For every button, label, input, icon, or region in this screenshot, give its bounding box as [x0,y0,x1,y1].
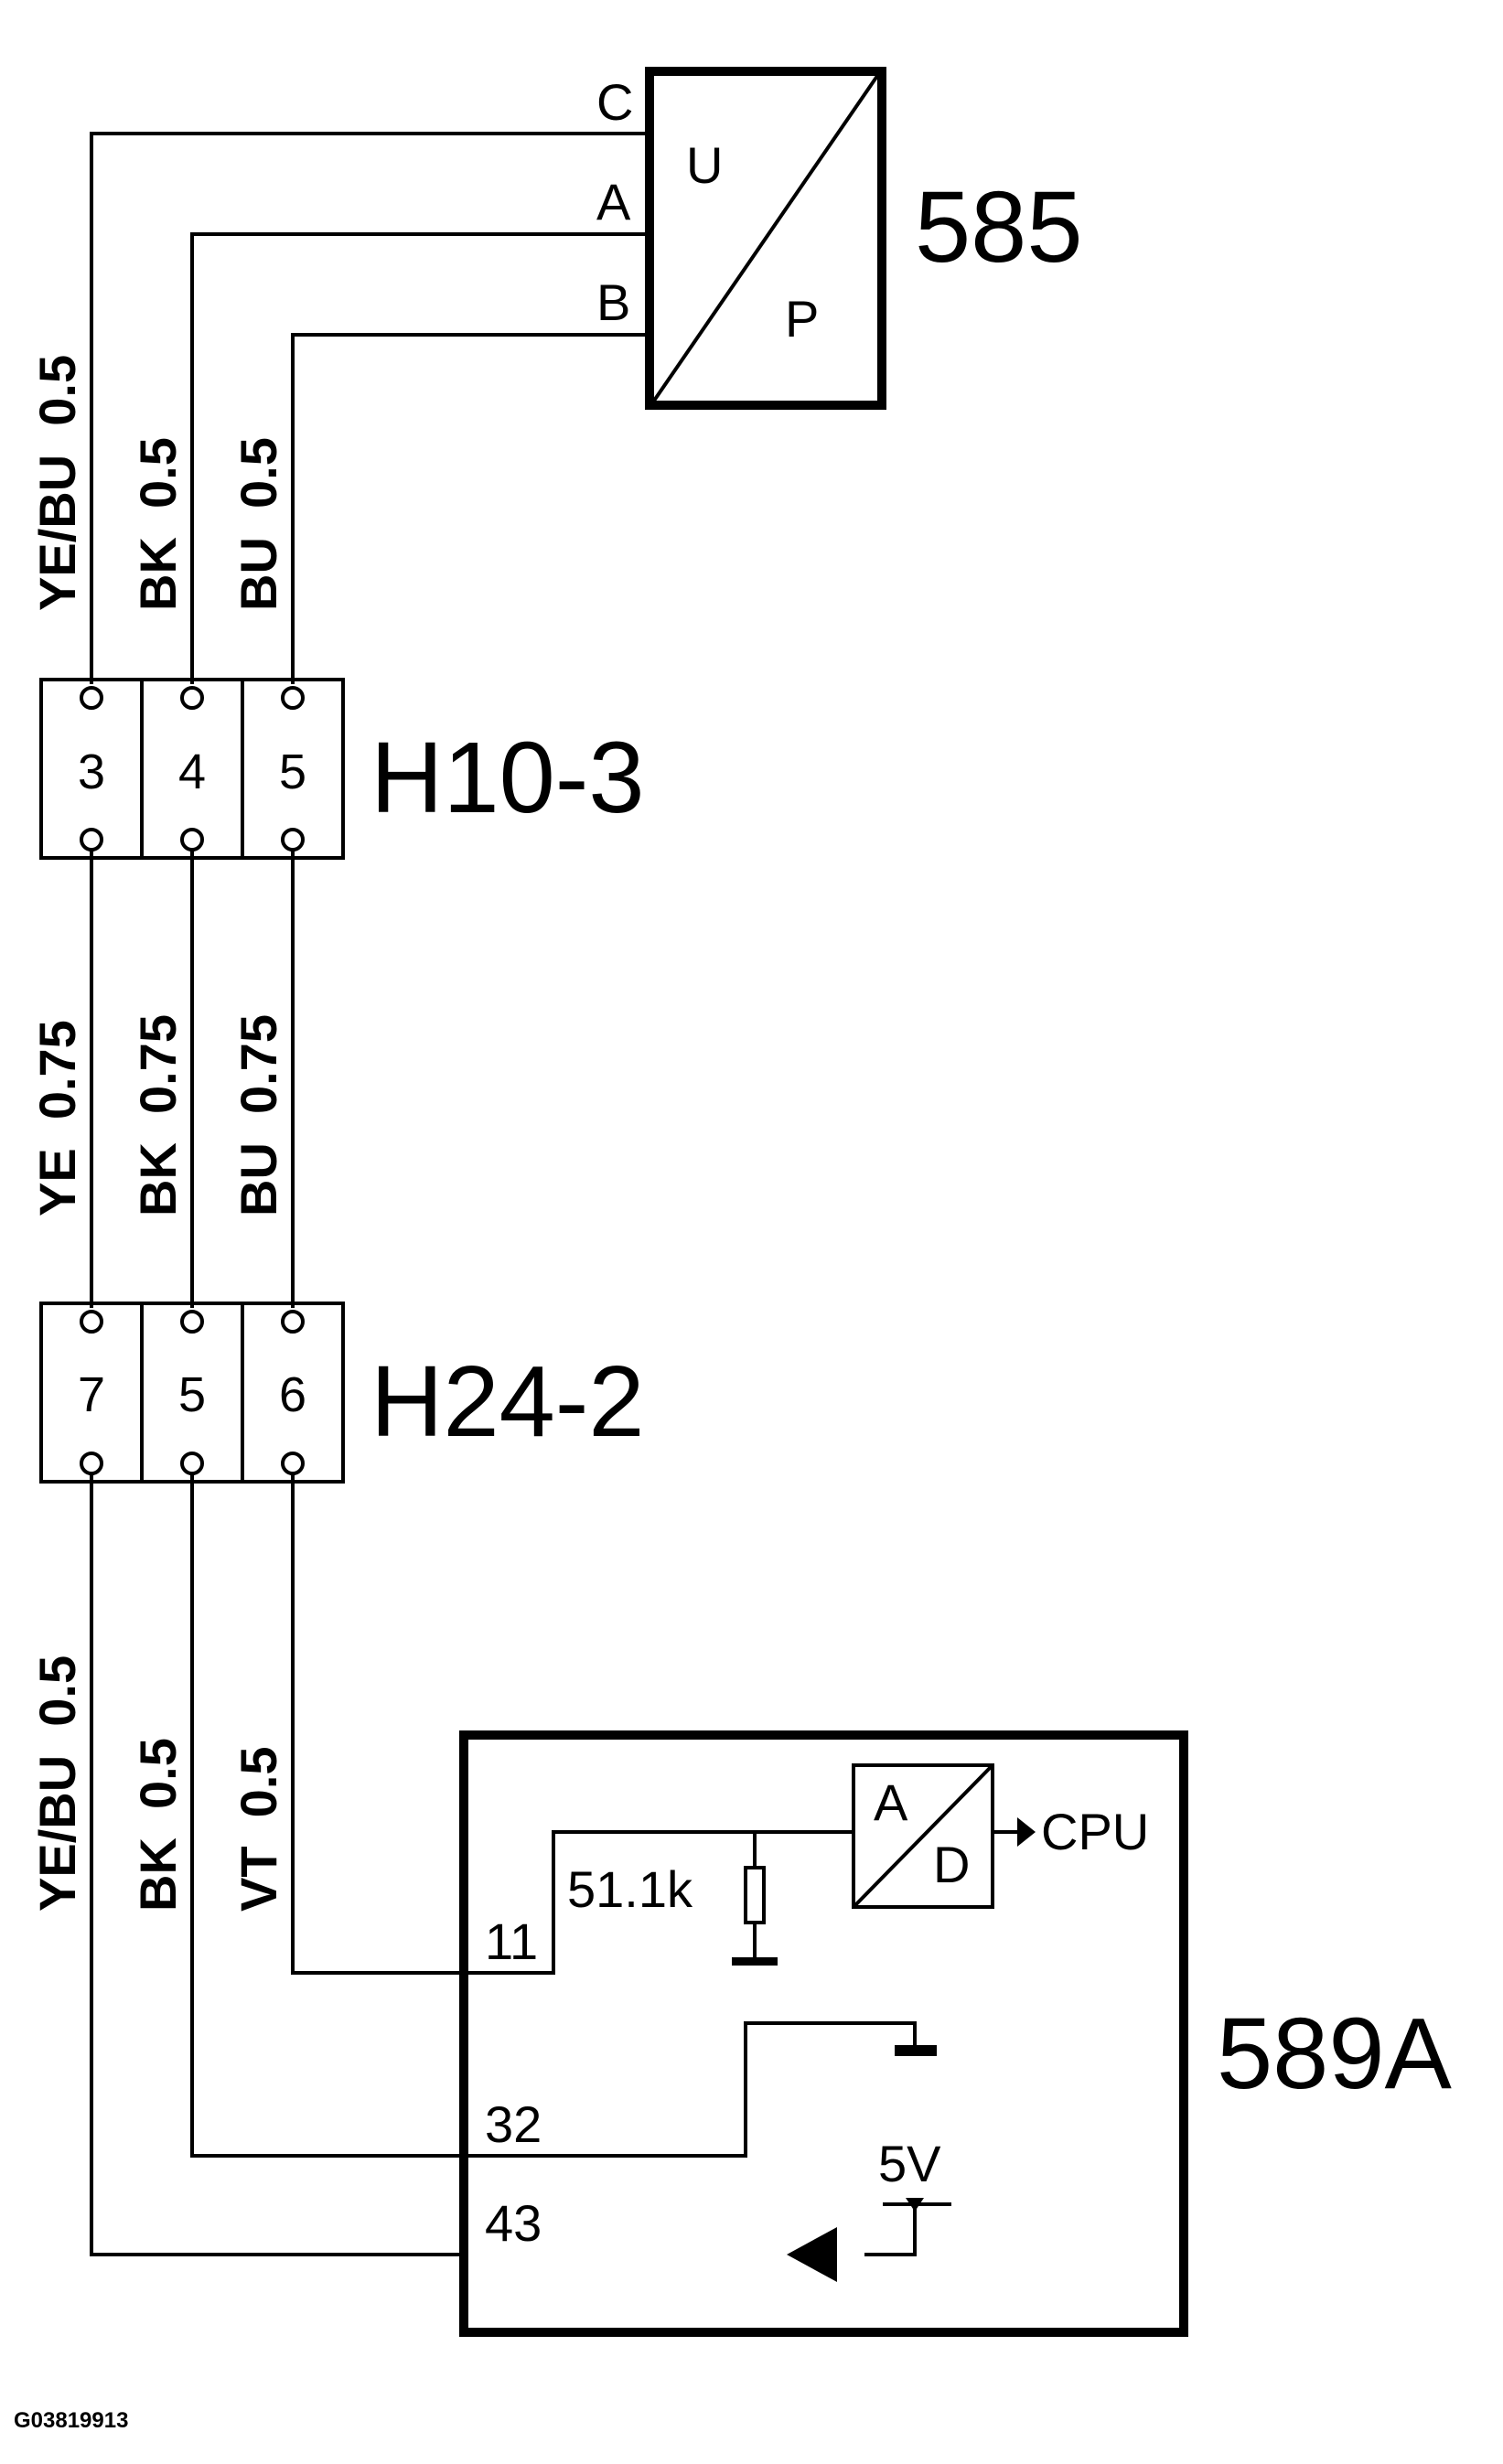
adc-label-a: A [874,1773,908,1831]
module-pin-11: 11 [485,1912,538,1970]
sensor-585: U P 585 C A B [596,67,1083,410]
input-arrow-icon [787,2227,837,2282]
h10-3-pin-3: 3 [78,745,105,799]
wire-ye-bu-to-pin-43 [90,1473,464,2256]
adc-output-label: CPU [1041,1803,1149,1860]
wire-label-lower-3: VT 0.5 [230,1746,287,1912]
sensor-585-symbol-p: P [785,290,819,348]
module-pin-32: 32 [485,2095,542,2153]
sensor-585-pin-c: C [596,73,633,131]
h10-3-pin-5: 5 [279,745,306,799]
pin-32-ground-line [464,2021,917,2158]
sensor-585-symbol-u: U [686,136,723,194]
module-589a-label: 589A [1217,1998,1453,2110]
h10-3-terminal [180,686,204,710]
wire-a-to-h10-3-pin-4 [190,232,650,684]
h10-3-terminal [80,828,103,852]
figure-code: G03819913 [14,2408,128,2433]
h24-2-terminal [281,1310,305,1334]
resistor-51k-symbol [744,1866,766,1924]
h24-2-terminal [180,1310,204,1334]
ground-icon [732,1957,778,1966]
h10-3-terminal [80,686,103,710]
pin-11-signal-line [464,1830,853,1975]
pin-43-supply-line [864,2204,917,2256]
wire-label-middle-3: BU 0.75 [230,1014,287,1216]
h10-3-terminal [281,828,305,852]
wire-label-upper-2: BK 0.5 [129,437,187,611]
h24-2-pin-5: 5 [178,1367,206,1422]
ground-icon [895,2045,937,2056]
wire-bk-to-pin-32 [190,1473,464,2158]
h24-2-terminal [281,1452,305,1475]
upper-wires [90,132,650,684]
h24-2-pin-7: 7 [78,1367,105,1422]
cpu-arrow-icon [1017,1817,1036,1847]
middle-wires [90,850,295,1308]
h24-2-terminal [180,1452,204,1475]
module-pin-43: 43 [485,2194,542,2252]
connector-h24-2: 7 5 6 H24-2 [39,1302,645,1484]
h24-2-terminal [80,1452,103,1475]
module-589a-box [459,1730,1188,2337]
connector-h10-3-label: H10-3 [370,722,645,834]
sensor-585-label: 585 [915,171,1083,284]
module-589a: 589A 11 32 43 51.1k 5V [459,1730,1453,2337]
h24-2-terminal [80,1310,103,1334]
wire-label-middle-2: BK 0.75 [129,1014,187,1216]
wire-c-to-h10-3-pin-3 [90,132,650,684]
connector-h10-3: 3 4 5 H10-3 [39,678,645,860]
adc-box [852,1763,994,1909]
sensor-585-box [645,67,886,410]
h10-3-pin-4: 4 [178,745,206,799]
wire-b-to-h10-3-pin-5 [291,333,650,684]
h24-2-pin-6: 6 [279,1367,306,1422]
wire-label-upper-3: BU 0.5 [230,437,287,611]
wire-vt-to-pin-11 [291,1473,464,1975]
h10-3-terminal [281,686,305,710]
sensor-585-diagonal [652,74,879,402]
adc-label-d: D [933,1836,970,1893]
resistor-value: 51.1k [567,1860,693,1918]
supply-voltage-label: 5V [878,2135,941,2192]
h10-3-terminal [180,828,204,852]
wire-label-upper-1: YE/BU 0.5 [28,355,86,611]
wire-label-lower-2: BK 0.5 [129,1738,187,1912]
sensor-585-pin-a: A [596,173,631,230]
wire-label-middle-1: YE 0.75 [28,1020,86,1216]
lower-wires [90,1473,464,2256]
adc-diagonal [853,1765,993,1907]
supply-junction-icon [906,2198,924,2212]
wire-label-lower-1: YE/BU 0.5 [28,1655,86,1912]
connector-h24-2-label: H24-2 [370,1345,645,1458]
sensor-585-pin-b: B [596,273,630,331]
